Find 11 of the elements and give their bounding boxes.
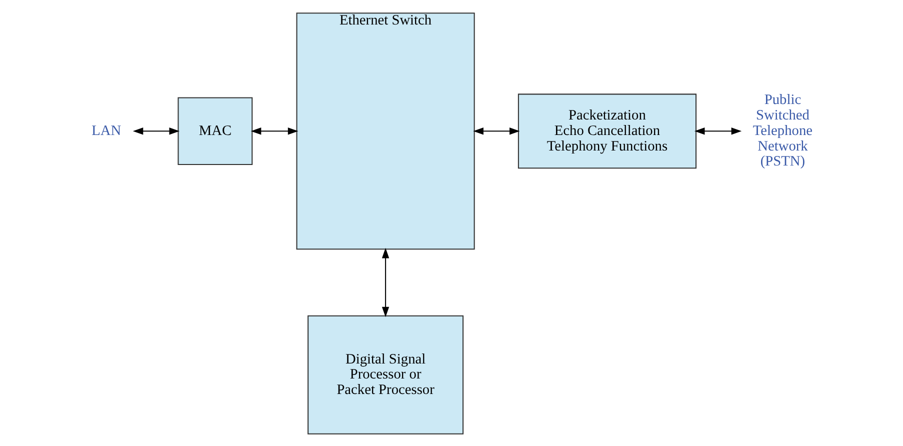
arrow <box>472 127 520 134</box>
node-box: Packetization Echo Cancellation Telephony Functions <box>517 93 696 168</box>
node-text: Public Switched Telephone Network (PSTN) <box>752 92 812 170</box>
arrow <box>132 127 180 134</box>
node-text: LAN <box>91 122 121 138</box>
arrow <box>381 247 389 317</box>
node-box: Ethernet Switch <box>296 12 474 250</box>
node-box: Digital Signal Processor or Packet Processor <box>307 314 464 434</box>
node-box: MAC <box>177 96 252 164</box>
arrow <box>250 127 298 134</box>
arrow <box>694 127 742 134</box>
